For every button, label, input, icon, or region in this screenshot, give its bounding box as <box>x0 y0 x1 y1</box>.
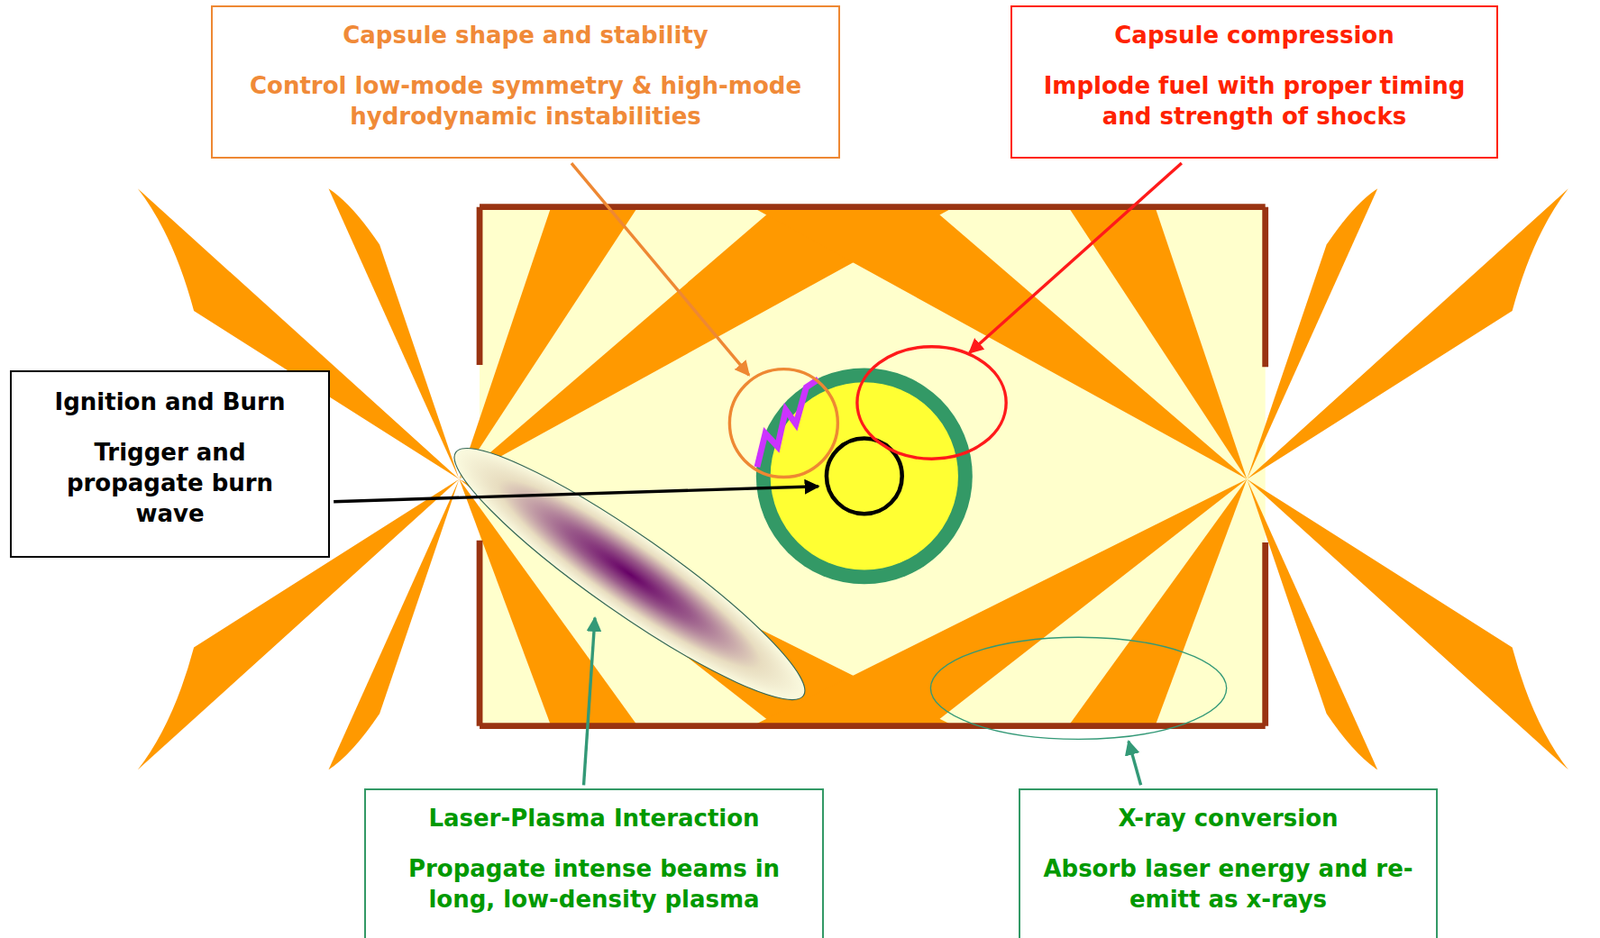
leader-arrow <box>969 163 1181 353</box>
box-heading: Laser-Plasma Interaction <box>378 804 810 835</box>
hohlraum-wall <box>479 207 1266 727</box>
callout-box: Ignition and BurnTrigger and propagate b… <box>9 370 330 558</box>
callout-box: X-ray conversionAbsorb laser energy and … <box>1018 788 1438 938</box>
instability-perturbation <box>757 379 819 467</box>
hohlraum-interior <box>479 207 1266 727</box>
box-body: Implode fuel with proper timing and stre… <box>1024 71 1484 133</box>
leader-arrow <box>333 486 819 503</box>
laser-beams-outside <box>137 188 1569 770</box>
xray-region <box>930 637 1226 740</box>
box-heading: Capsule shape and stability <box>225 20 826 52</box>
callout-box: Capsule shape and stabilityControl low-m… <box>210 5 841 159</box>
box-heading: Capsule compression <box>1024 20 1484 52</box>
leader-arrow <box>1128 741 1142 787</box>
stability-ring <box>729 369 838 478</box>
box-heading: X-ray conversion <box>1033 804 1424 835</box>
callout-box: Capsule compressionImplode fuel with pro… <box>1010 5 1499 159</box>
callout-box: Laser-Plasma InteractionPropagate intens… <box>364 788 824 938</box>
laser-beams-inside <box>458 207 1247 727</box>
box-body: Trigger and propagate burn wave <box>57 438 284 530</box>
box-body: Propagate intense beams in long, low-den… <box>378 854 810 916</box>
compression-ring <box>857 347 1006 459</box>
leader-arrow <box>584 618 595 787</box>
box-body: Absorb laser energy and re-emitt as x-ra… <box>1033 854 1424 916</box>
box-body: Control low-mode symmetry & high-mode hy… <box>225 71 826 133</box>
leader-arrow <box>571 163 750 375</box>
box-heading: Ignition and Burn <box>24 387 316 419</box>
